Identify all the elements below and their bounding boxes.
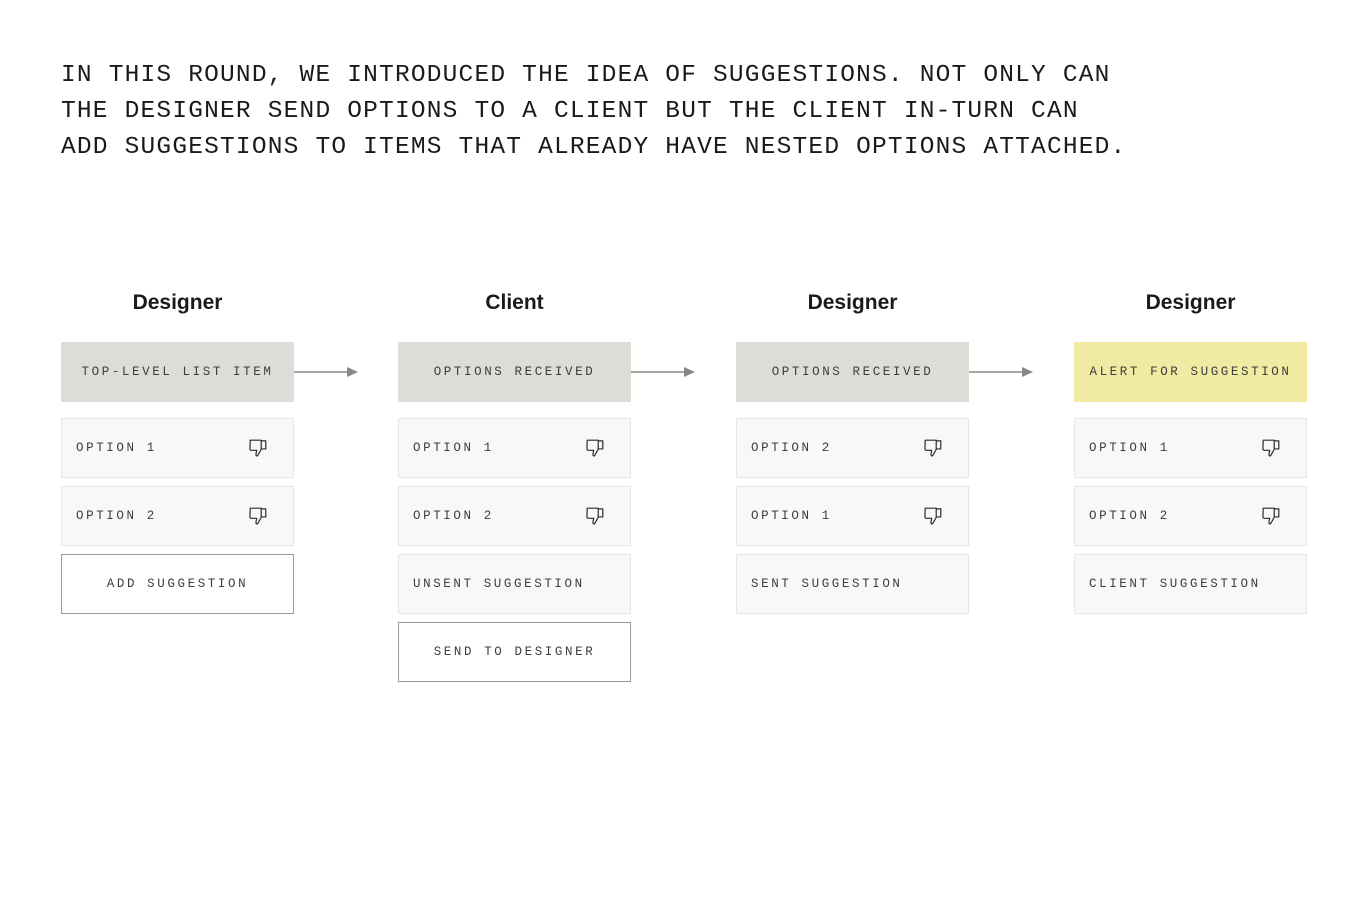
option-label: OPTION 2 (413, 509, 494, 523)
option-row[interactable]: OPTION 1 (736, 486, 969, 546)
intro-text: IN THIS ROUND, WE INTRODUCED THE IDEA OF… (61, 58, 1261, 166)
thumbs-down-icon[interactable] (922, 437, 944, 459)
thumbs-down-icon[interactable] (1260, 505, 1282, 527)
thumbs-down-icon[interactable] (247, 505, 269, 527)
column-title: Designer (132, 291, 223, 314)
option-label: OPTION 1 (751, 509, 832, 523)
option-label: OPTION 1 (76, 441, 157, 455)
column-title: Designer (807, 291, 898, 314)
column-designer-3: Designer ALERT FOR SUGGESTION OPTION 1 O… (1074, 286, 1307, 622)
suggestion-row[interactable]: SENT SUGGESTION (736, 554, 969, 614)
option-label: OPTION 2 (1089, 509, 1170, 523)
thumbs-down-icon[interactable] (584, 437, 606, 459)
column-designer-1: Designer TOP-LEVEL LIST ITEM OPTION 1 OP… (61, 286, 294, 622)
column-title: Client (485, 291, 544, 314)
option-label: OPTION 2 (76, 509, 157, 523)
thumbs-down-icon[interactable] (1260, 437, 1282, 459)
top-level-list-item[interactable]: TOP-LEVEL LIST ITEM (61, 342, 294, 402)
options-received-header[interactable]: OPTIONS RECEIVED (398, 342, 631, 402)
option-row[interactable]: OPTION 2 (61, 486, 294, 546)
suggestion-row[interactable]: CLIENT SUGGESTION (1074, 554, 1307, 614)
alert-for-suggestion-header[interactable]: ALERT FOR SUGGESTION (1074, 342, 1307, 402)
options-received-header[interactable]: OPTIONS RECEIVED (736, 342, 969, 402)
intro-line: THE DESIGNER SEND OPTIONS TO A CLIENT BU… (61, 98, 1079, 125)
option-row[interactable]: OPTION 1 (61, 418, 294, 478)
option-row[interactable]: OPTION 2 (398, 486, 631, 546)
column-designer-2: Designer OPTIONS RECEIVED OPTION 2 OPTIO… (736, 286, 969, 622)
intro-line: ADD SUGGESTIONS TO ITEMS THAT ALREADY HA… (61, 134, 1127, 161)
option-row[interactable]: OPTION 2 (736, 418, 969, 478)
flow-arrow (969, 367, 1033, 377)
option-label: OPTION 1 (1089, 441, 1170, 455)
option-row[interactable]: OPTION 1 (398, 418, 631, 478)
column-title: Designer (1145, 291, 1236, 314)
suggestion-label: SENT SUGGESTION (751, 577, 903, 591)
option-row[interactable]: OPTION 1 (1074, 418, 1307, 478)
intro-line: IN THIS ROUND, WE INTRODUCED THE IDEA OF… (61, 62, 1111, 89)
thumbs-down-icon[interactable] (247, 437, 269, 459)
option-label: OPTION 1 (413, 441, 494, 455)
suggestion-row[interactable]: UNSENT SUGGESTION (398, 554, 631, 614)
add-suggestion-button[interactable]: ADD SUGGESTION (61, 554, 294, 614)
option-row[interactable]: OPTION 2 (1074, 486, 1307, 546)
flow-arrow (631, 367, 695, 377)
flow-arrow (294, 367, 358, 377)
suggestion-label: CLIENT SUGGESTION (1089, 577, 1261, 591)
thumbs-down-icon[interactable] (584, 505, 606, 527)
send-to-designer-button[interactable]: SEND TO DESIGNER (398, 622, 631, 682)
column-client: Client OPTIONS RECEIVED OPTION 1 OPTION … (398, 286, 631, 690)
suggestion-label: UNSENT SUGGESTION (413, 577, 585, 591)
thumbs-down-icon[interactable] (922, 505, 944, 527)
option-label: OPTION 2 (751, 441, 832, 455)
